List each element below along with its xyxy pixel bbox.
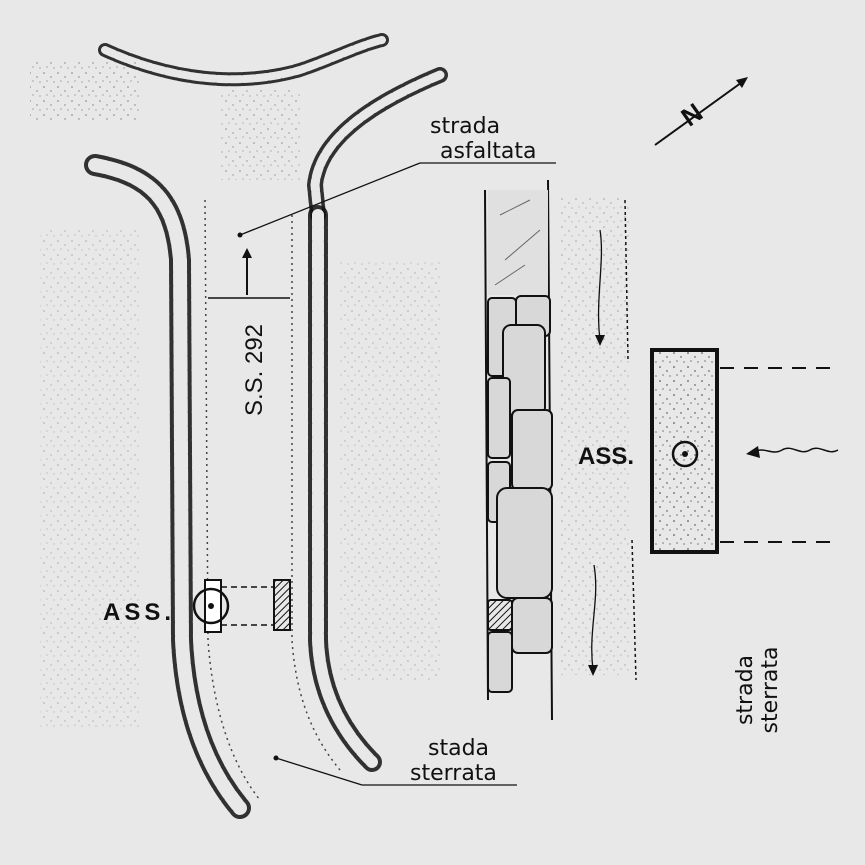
- direction-arrow-head: [242, 248, 252, 258]
- dirt-road-right-line2: sterrata: [758, 647, 783, 734]
- road-number-label: S.S. 292: [241, 324, 268, 416]
- top-curve-wall-inner: [101, 36, 386, 84]
- paved-road-label-line1: strada: [430, 114, 500, 139]
- dirt-road-left-line2: sterrata: [410, 761, 497, 786]
- paved-road-label-line2: asfaltata: [440, 139, 537, 164]
- dirt-road-right-line1: strada: [733, 655, 758, 725]
- detail-view: ASS. strada sterrata: [484, 179, 840, 734]
- plan-ass-label: ASS.: [103, 599, 175, 626]
- top-curve-wall-outer: [98, 33, 389, 87]
- north-arrow: N: [654, 77, 748, 146]
- ass-symbol: [671, 440, 699, 468]
- detail-ass-label: ASS.: [578, 443, 634, 470]
- plan-view: S.S. 292 strada asfaltata stada sterrata…: [30, 33, 556, 819]
- paved-road-leader: [239, 162, 421, 236]
- dirt-road-leader: [275, 757, 363, 786]
- dirt-road-left-line1: stada: [428, 736, 489, 761]
- plan-ass-marker: [192, 579, 291, 633]
- ass-block: [650, 348, 719, 554]
